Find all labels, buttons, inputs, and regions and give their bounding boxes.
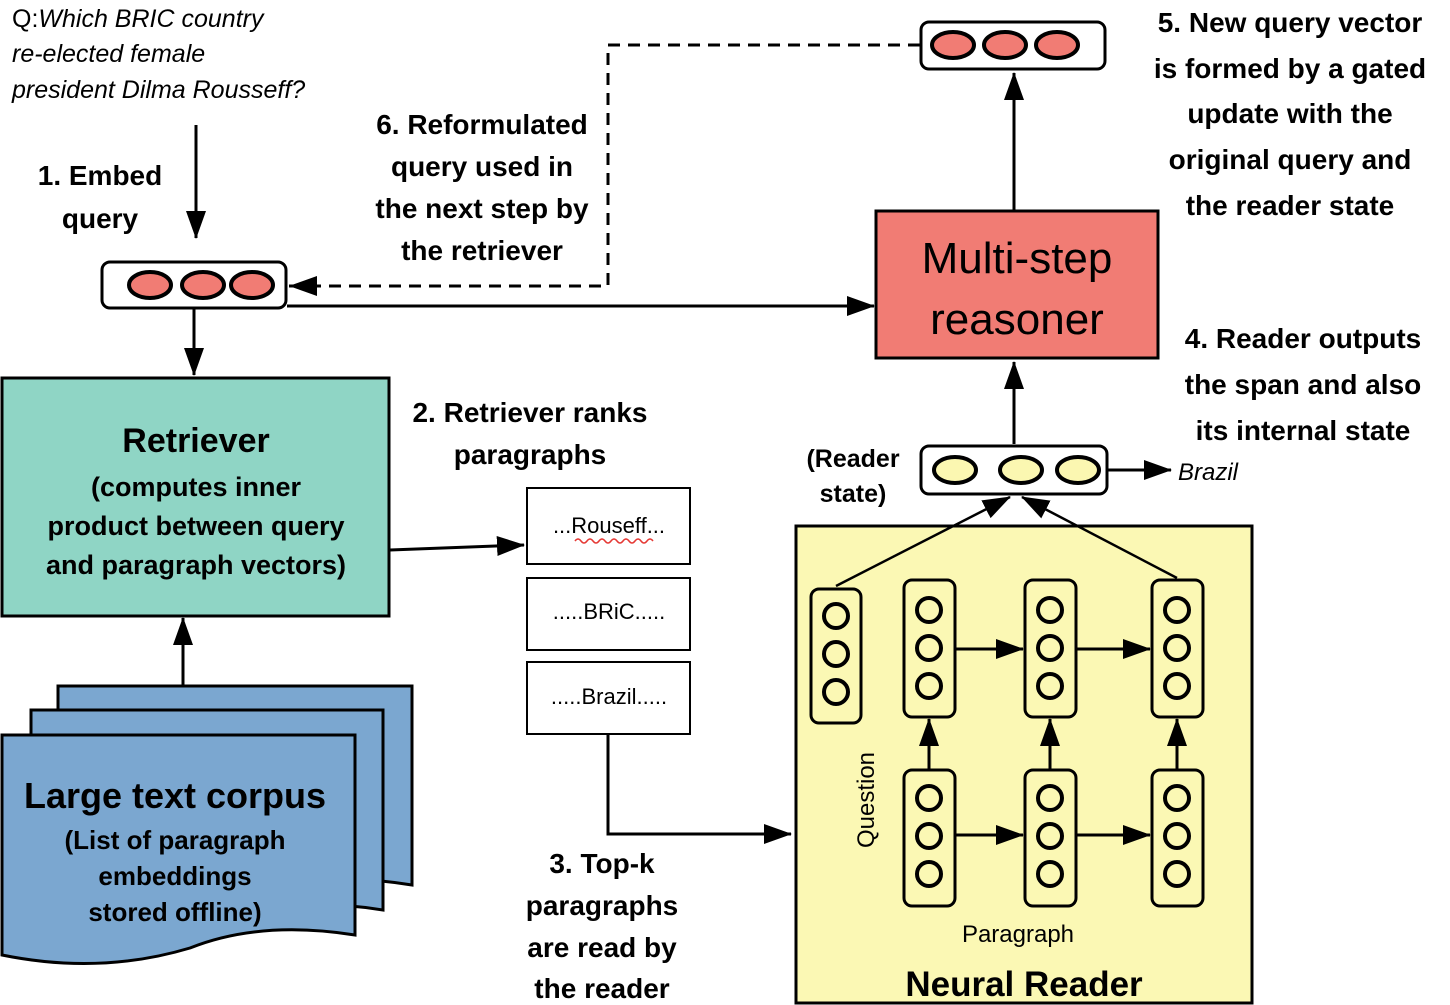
- reader-state-label-line-2: state): [820, 480, 887, 508]
- dashed-reformulated-path: [289, 43, 920, 288]
- step3-label-line-2: paragraphs: [526, 890, 679, 921]
- step4-label-line-2: the span and also: [1185, 369, 1422, 400]
- reader-cell: [1023, 768, 1078, 908]
- dashed-arrowhead: [289, 276, 317, 296]
- state-dot: [998, 455, 1044, 485]
- new-query-vector: [919, 20, 1107, 71]
- arrow-retriever-to-paragraphs: [389, 536, 525, 556]
- reader-cell: [1150, 578, 1205, 719]
- step2-label-line-2: paragraphs: [454, 439, 607, 470]
- paragraph-text: .....Brazil.....: [551, 684, 667, 709]
- corpus-stack: Large text corpus (List of paragraph emb…: [0, 684, 414, 966]
- reader-cell: [1150, 768, 1205, 908]
- step1-label-line-2: query: [62, 203, 139, 234]
- query-dot: [127, 270, 173, 300]
- paragraph-box: .....Brazil.....: [526, 661, 691, 735]
- question-line-2: re-elected female: [12, 40, 205, 68]
- answer-text: Brazil: [1178, 459, 1239, 486]
- paragraph-box: .....BRiC.....: [526, 577, 691, 651]
- state-dot: [932, 455, 978, 485]
- reader-state-label-line-1: (Reader: [806, 445, 899, 473]
- step5-label-line-2: is formed by a gated: [1154, 53, 1426, 84]
- neural-reader-title: Neural Reader: [905, 965, 1143, 1004]
- step6-label-line-1: 6. Reformulated: [376, 109, 588, 140]
- step4-label-line-1: 4. Reader outputs: [1185, 323, 1421, 354]
- query-dot: [982, 30, 1028, 60]
- step4-label-line-3: its internal state: [1196, 415, 1411, 446]
- paragraph-text: ...Rouseff...: [553, 513, 665, 538]
- reader-cell: [902, 578, 957, 719]
- state-dot: [1055, 455, 1101, 485]
- query-dot: [229, 270, 275, 300]
- reasoner-box: Multi-step reasoner: [874, 209, 1160, 360]
- reader-cell: [1023, 578, 1078, 719]
- corpus-desc-line-3: stored offline): [88, 897, 261, 927]
- retriever-desc-line-1: (computes inner: [91, 472, 302, 502]
- question-line-3: president Dilma Rousseff?: [11, 76, 305, 104]
- reader-cell: [902, 768, 957, 908]
- paragraph-axis-label: Paragraph: [962, 921, 1074, 948]
- paragraph-text: .....BRiC.....: [553, 599, 665, 624]
- reader-cell: [809, 587, 863, 725]
- query-dot: [180, 270, 226, 300]
- corpus-desc-line-2: embeddings: [98, 861, 251, 891]
- retriever-desc-line-3: and paragraph vectors): [46, 550, 346, 580]
- reasoner-label-line-1: Multi-step: [922, 234, 1113, 283]
- step3-label-line-1: 3. Top-k: [549, 848, 655, 879]
- query-dot: [930, 30, 976, 60]
- step3-label-line-4: the reader: [534, 973, 669, 1004]
- step5-label-line-4: original query and: [1169, 144, 1412, 175]
- arrow-paragraphs-to-reader: [606, 735, 792, 844]
- query-vector: [100, 260, 288, 310]
- query-dot: [1034, 30, 1080, 60]
- reader-to-state-arrow: [835, 495, 1011, 588]
- question-axis-label: Question: [853, 752, 880, 848]
- corpus-title: Large text corpus: [24, 775, 326, 816]
- step5-label-line-1: 5. New query vector: [1158, 7, 1423, 38]
- retriever-title: Retriever: [122, 422, 269, 460]
- step6-label-line-2: query used in: [391, 151, 573, 182]
- spellcheck-underline: [574, 538, 654, 544]
- step6-label-line-3: the next step by: [375, 193, 589, 224]
- step2-label-line-1: 2. Retriever ranks: [412, 397, 647, 428]
- reasoner-label-line-2: reasoner: [930, 295, 1104, 344]
- step1-label-line-1: 1. Embed: [38, 160, 162, 191]
- step5-label-line-5: the reader state: [1186, 190, 1395, 221]
- reader-state-vector: [919, 444, 1109, 496]
- step6-label-line-4: the retriever: [401, 235, 563, 266]
- question-line-1: Q:Which BRIC country: [12, 5, 265, 33]
- reader-to-state-arrow: [1021, 495, 1178, 580]
- step5-label-line-3: update with the: [1187, 98, 1392, 129]
- paragraph-box: ...Rouseff...: [526, 487, 691, 565]
- corpus-desc-line-1: (List of paragraph: [64, 825, 285, 855]
- retriever-desc-line-2: product between query: [47, 511, 344, 541]
- retriever-box: Retriever (computes inner product betwee…: [0, 376, 391, 618]
- step3-label-line-3: are read by: [527, 932, 677, 963]
